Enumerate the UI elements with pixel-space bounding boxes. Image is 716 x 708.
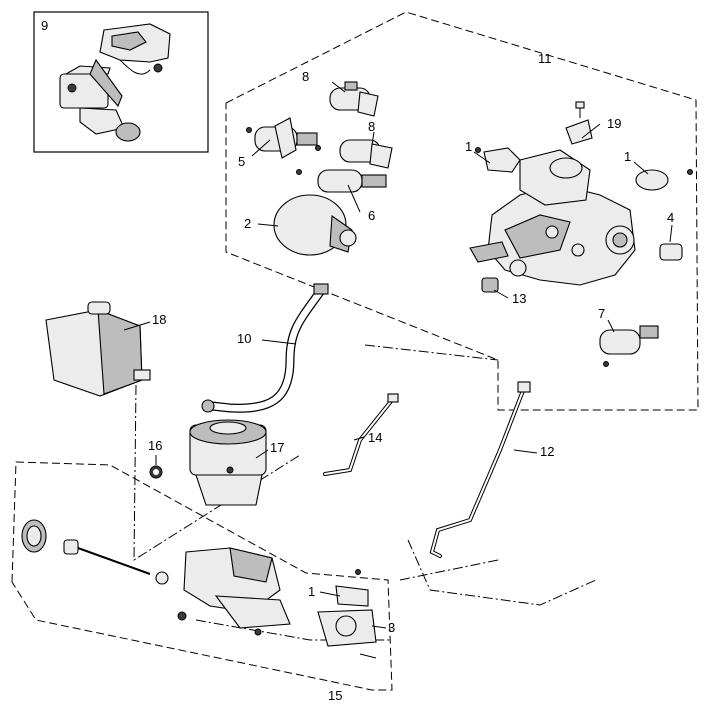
callout-1-valve-body: 1 [465,139,472,154]
fluid-reservoir-18 [45,301,151,397]
solenoid-valve-5 [246,117,318,159]
plug-13 [481,277,499,293]
callout-1-right: 1 [624,149,631,164]
hose-10 [201,283,329,413]
callout-17: 17 [270,440,284,455]
callout-1-lower: 1 [308,584,315,599]
brake-pipe-12 [429,381,531,558]
pressure-sensor-1-right [635,169,693,191]
pressure-sensor-1-lower [335,569,369,607]
callout-16: 16 [148,438,162,453]
callout-5: 5 [238,154,245,169]
accumulator-2 [273,194,357,256]
brake-pipe-14 [323,393,399,476]
master-cylinder-assembly-15 [177,547,291,636]
solenoid-valve-8-lower [315,139,393,169]
callout-11: 11 [538,51,552,66]
pedal-pushrod [21,519,169,585]
callout-6: 6 [368,208,375,223]
solenoid-valve-6 [296,169,387,193]
callout-2: 2 [244,216,251,231]
callout-10: 10 [237,331,251,346]
pump-motor-17 [189,419,267,506]
callout-8-upper: 8 [302,69,309,84]
seal-ring-16 [149,465,163,479]
callout-8-lower: 8 [368,119,375,134]
callout-3: 3 [388,620,395,635]
callout-15: 15 [328,688,342,703]
callout-13: 13 [512,291,526,306]
callout-7: 7 [598,306,605,321]
inset-assembly-view: 9 [33,11,209,153]
solenoid-valve-7 [599,325,659,367]
fitting-4 [659,243,683,261]
leader-lines [123,81,673,629]
callout-14: 14 [368,430,382,445]
callout-9: 9 [41,18,48,33]
solenoid-valve-8-upper [329,81,379,117]
callout-4: 4 [667,210,674,225]
booster-valve-3 [317,609,377,659]
callout-12: 12 [540,444,554,459]
pressure-sensor-1-upper [475,147,521,173]
callout-18: 18 [152,312,166,327]
callout-19: 19 [607,116,621,131]
bracket-19 [565,101,593,145]
valve-body-assembly [469,149,636,286]
callout-labels: 11 8 8 19 1 1 5 6 2 4 13 7 18 10 14 12 1… [148,51,674,703]
inset-assembly-drawing [59,23,171,142]
